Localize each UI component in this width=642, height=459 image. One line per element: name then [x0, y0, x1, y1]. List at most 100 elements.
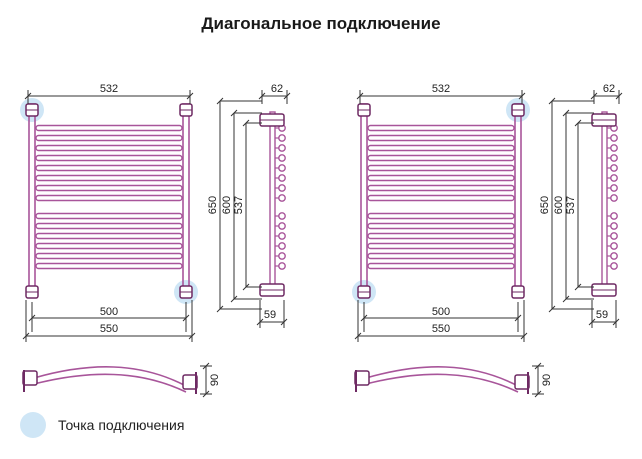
- rung: [35, 252, 183, 260]
- dimension-tick: [548, 305, 556, 313]
- dimension-tick: [216, 305, 224, 313]
- rung: [367, 212, 515, 220]
- rung: [367, 222, 515, 230]
- rung: [35, 222, 183, 230]
- dim-profile-depth: 90: [209, 374, 221, 386]
- side-riser: [269, 111, 276, 293]
- side-rung: [278, 252, 286, 260]
- side-rung: [278, 184, 286, 192]
- side-rung: [278, 222, 286, 230]
- dimension-tick: [22, 332, 30, 340]
- dimension-tick: [534, 390, 542, 398]
- dim-total-width: 550: [432, 323, 450, 335]
- rung: [35, 184, 183, 192]
- dimension-tick: [24, 92, 32, 100]
- dimension-tick: [588, 318, 596, 326]
- dimension-tick: [615, 92, 623, 100]
- side-rung: [278, 194, 286, 202]
- side-rung: [278, 242, 286, 250]
- dimension-tick: [354, 332, 362, 340]
- dimension-tick: [256, 318, 264, 326]
- dimension-tick: [520, 332, 528, 340]
- rung: [367, 124, 515, 132]
- connection-point-icon: [20, 412, 46, 438]
- dim-height-650: 650: [539, 196, 551, 214]
- side-rung: [610, 154, 618, 162]
- rung: [35, 194, 183, 202]
- dimension-tick: [612, 318, 620, 326]
- rung: [35, 134, 183, 142]
- dim-total-width: 550: [100, 323, 118, 335]
- rung: [367, 174, 515, 182]
- side-rung: [278, 164, 286, 172]
- dimension-tick: [242, 119, 250, 127]
- plan-fitting: [514, 374, 530, 390]
- rung: [35, 164, 183, 172]
- side-rung: [610, 174, 618, 182]
- dim-bottom-depth: 59: [596, 309, 608, 321]
- side-rung: [278, 212, 286, 220]
- dimension-tick: [230, 295, 238, 303]
- dimension-tick: [280, 318, 288, 326]
- dimension-tick: [230, 109, 238, 117]
- side-rung: [610, 262, 618, 270]
- plan-curve-inner: [365, 373, 519, 393]
- dim-axis-width: 500: [100, 306, 118, 318]
- side-rung: [278, 174, 286, 182]
- side-rung: [610, 134, 618, 142]
- dimension-tick: [590, 92, 598, 100]
- dim-profile-depth: 90: [541, 374, 553, 386]
- dim-depth: 62: [603, 83, 615, 95]
- legend-label: Точка подключения: [58, 417, 185, 433]
- side-rung: [610, 242, 618, 250]
- dimension-tick: [534, 362, 542, 370]
- plan-curve-outer: [365, 366, 519, 387]
- dimension-tick: [216, 97, 224, 105]
- dimension-tick: [356, 92, 364, 100]
- rung: [367, 154, 515, 162]
- left-riser: [360, 103, 368, 297]
- dimension-tick: [574, 119, 582, 127]
- rung: [367, 262, 515, 270]
- dimension-tick: [28, 314, 36, 322]
- right-riser: [514, 103, 522, 297]
- plan-fitting: [22, 370, 38, 386]
- dimension-tick: [258, 92, 266, 100]
- rung: [367, 242, 515, 250]
- dimension-tick: [514, 314, 522, 322]
- side-rung: [278, 232, 286, 240]
- left-riser: [28, 103, 36, 297]
- right-riser: [182, 103, 190, 297]
- side-rung: [610, 194, 618, 202]
- plan-fitting: [182, 374, 198, 390]
- dimension-tick: [186, 92, 194, 100]
- side-rung: [610, 212, 618, 220]
- rung: [367, 194, 515, 202]
- rung: [367, 232, 515, 240]
- side-riser: [601, 111, 608, 293]
- dimension-tick: [360, 314, 368, 322]
- side-rung: [278, 134, 286, 142]
- plan-curve-outer: [33, 366, 187, 387]
- dimension-tick: [518, 92, 526, 100]
- rung: [35, 124, 183, 132]
- rung: [367, 134, 515, 142]
- plan-view: 90: [354, 362, 553, 398]
- dim-height-650: 650: [207, 196, 219, 214]
- plan-curve-inner: [33, 373, 187, 393]
- rung: [367, 164, 515, 172]
- dim-top-width: 532: [100, 83, 118, 95]
- side-rung: [278, 144, 286, 152]
- dimension-tick: [574, 283, 582, 291]
- dim-top-width: 532: [432, 83, 450, 95]
- plan-view: 90: [22, 362, 221, 398]
- side-rung: [610, 252, 618, 260]
- dim-height-600: 600: [221, 196, 233, 214]
- plan-fitting: [354, 370, 370, 386]
- side-rung: [278, 262, 286, 270]
- dim-bottom-depth: 59: [264, 309, 276, 321]
